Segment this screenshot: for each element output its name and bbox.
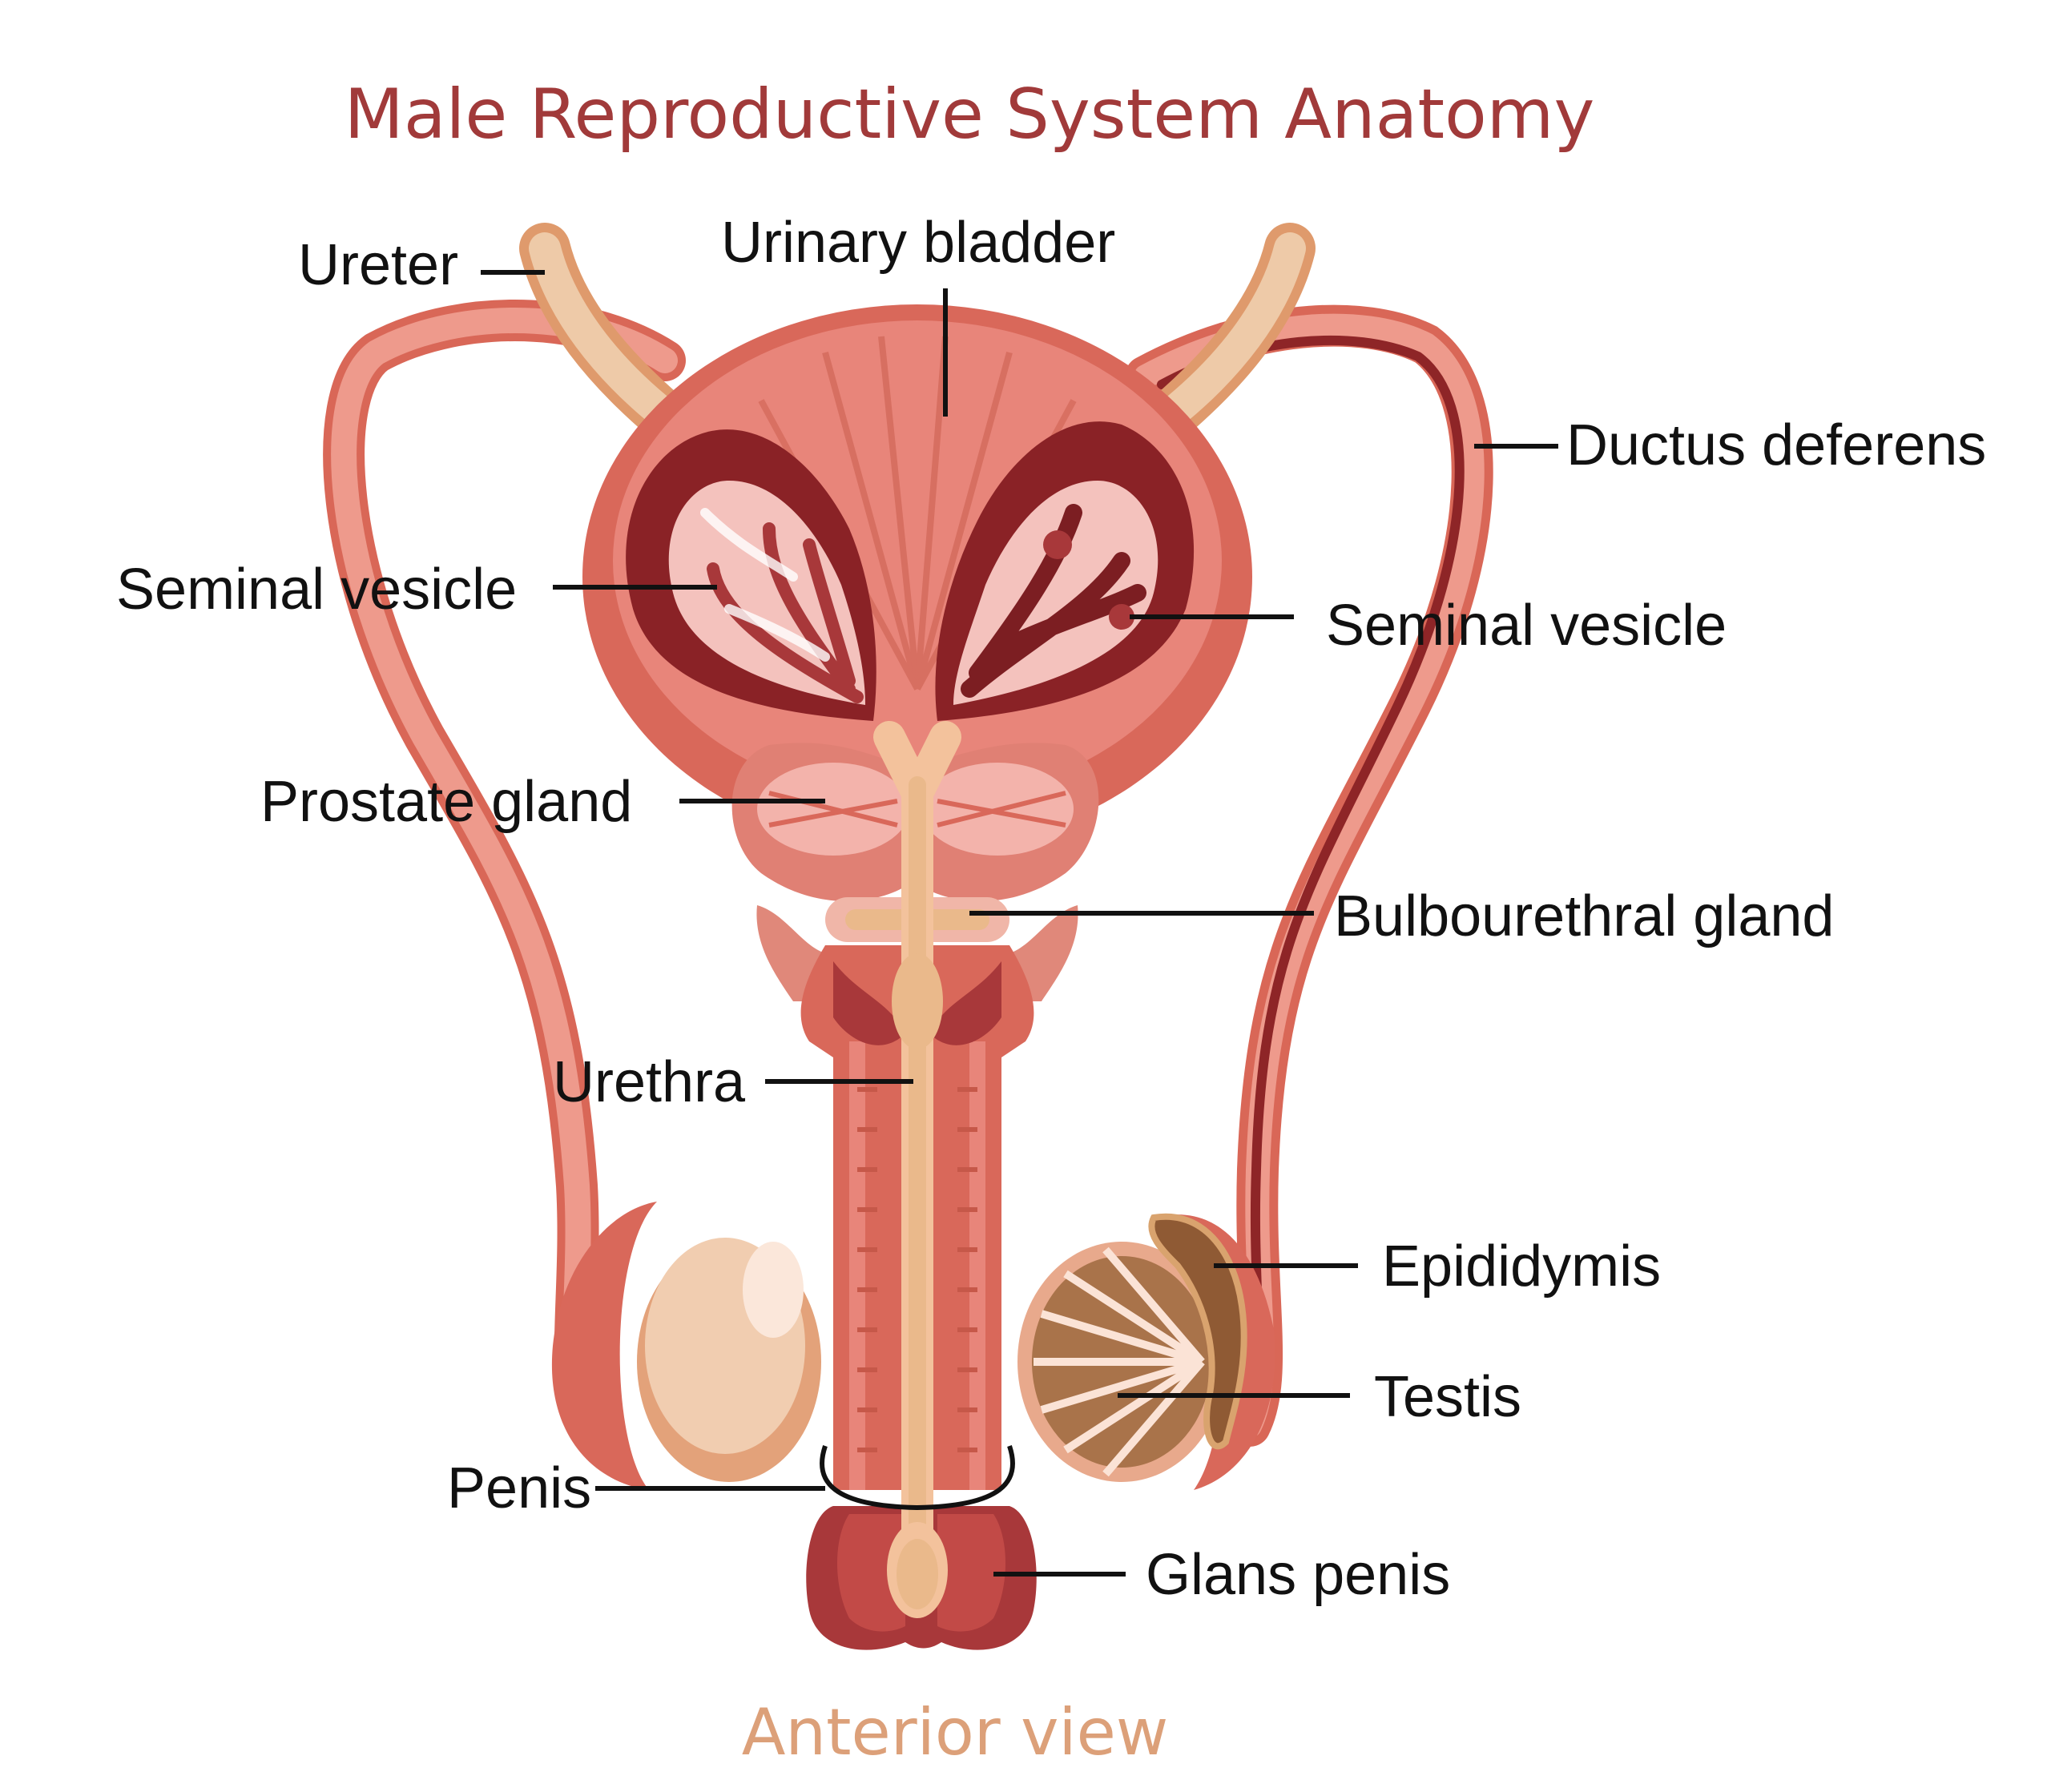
label-penis: Penis	[447, 1456, 591, 1520]
testis-right	[1017, 1214, 1275, 1490]
urethra	[873, 721, 961, 1618]
label-bulbourethral-gland: Bulbourethral gland	[1334, 884, 1834, 948]
leader-lines	[481, 270, 1558, 1577]
label-ductus-deferens: Ductus deferens	[1566, 413, 1986, 477]
label-testis: Testis	[1374, 1365, 1521, 1429]
label-epididymis: Epididymis	[1382, 1234, 1661, 1299]
label-urethra: Urethra	[553, 1050, 746, 1114]
label-prostate-gland: Prostate gland	[260, 770, 632, 834]
diagram-title: Male Reproductive System Anatomy	[345, 74, 1595, 155]
seminal-vesicle-left	[626, 429, 876, 721]
seminal-vesicle-right	[935, 421, 1195, 721]
diagram-subtitle: Anterior view	[742, 1695, 1169, 1770]
epididymis	[1148, 1213, 1247, 1450]
anatomy-illustration	[323, 223, 1493, 1650]
labels: Ureter Urinary bladder Ductus deferens S…	[116, 211, 1986, 1607]
label-seminal-vesicle-left: Seminal vesicle	[116, 558, 517, 622]
label-seminal-vesicle-right: Seminal vesicle	[1326, 594, 1727, 658]
label-ureter: Ureter	[298, 233, 458, 297]
label-urinary-bladder: Urinary bladder	[721, 211, 1115, 275]
label-glans-penis: Glans penis	[1146, 1543, 1450, 1607]
testis-left	[551, 1202, 821, 1490]
penis-bracket	[820, 1445, 1015, 1511]
